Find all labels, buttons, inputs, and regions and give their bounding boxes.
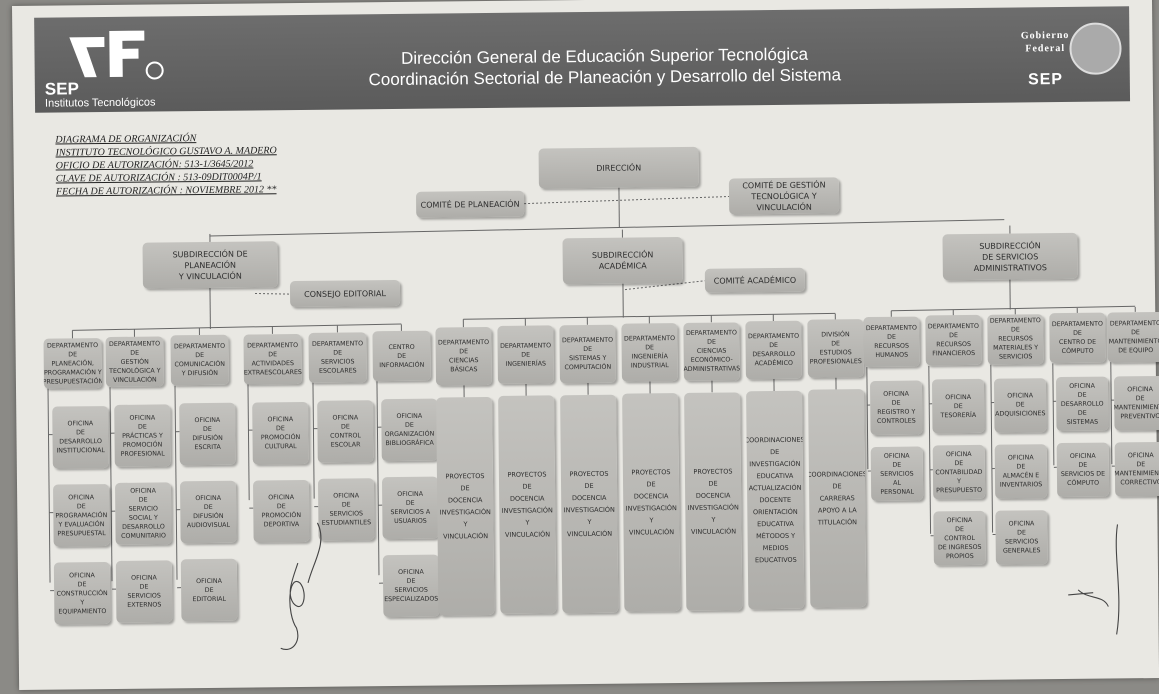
box-department: DEPARTAMENTO DE ACTIVIDADES EXTRAESCOLAR…: [243, 333, 302, 385]
connector-line: [376, 381, 380, 576]
box-office: OFICINA DE EDITORIAL: [180, 559, 238, 622]
box-office: OFICINA DE DESARROLLO INSTITUCIONAL: [52, 406, 109, 469]
box-department: DEPARTAMENTO DE CENTRO DE CÓMPUTO: [1049, 312, 1106, 364]
box-detail: PROYECTOS DE DOCENCIA INVESTIGACIÓN Y VI…: [684, 391, 743, 611]
box-office: OFICINA DE TESORERÍA: [931, 379, 985, 434]
box-comite-planeacion: COMITÉ DE PLANEACIÓN: [415, 190, 525, 218]
box-department: DEPARTAMENTO DE CIENCIAS ECONÓMICO- ADMI…: [683, 321, 740, 381]
box-office: OFICINA DE SERVICIOS ESTUDIANTILES: [317, 478, 375, 541]
connector-line: [1110, 362, 1113, 465]
box-office: OFICINA DE ADQUISICIONES: [993, 377, 1047, 433]
box-detail: COORDINACIONES DE CARRERAS APOYO A LA TI…: [808, 389, 867, 609]
box-detail: PROYECTOS DE DOCENCIA INVESTIGACIÓN Y VI…: [622, 393, 681, 612]
box-office: OFICINA DE SERVICIOS GENERALES: [995, 509, 1048, 565]
box-office: OFICINA DE ALMACÉN E INVENTARIOS: [994, 443, 1048, 499]
box-office: OFICINA DE PROGRAMACIÓN Y EVALUACIÓN PRE…: [53, 484, 110, 547]
box-subdireccion: SUBDIRECCIÓN DE SERVICIOS ADMINISTRATIVO…: [942, 232, 1078, 281]
connector-line: [891, 305, 1136, 312]
box-office: OFICINA DE DIFUSIÓN AUDIOVISUAL: [179, 481, 237, 544]
connector-line: [47, 388, 51, 583]
box-comite-gestion: COMITÉ DE GESTIÓN TECNOLÓGICA Y VINCULAC…: [728, 177, 840, 215]
box-office: OFICINA DE SERVICIOS AL PERSONAL: [870, 446, 924, 502]
box-office: OFICINA DE REGISTRO Y CONTROLES: [869, 380, 923, 436]
institutos-tecnologicos-logo-icon: [69, 30, 164, 80]
connector-line: [1052, 363, 1055, 466]
box-department: DIVISIÓN DE ESTUDIOS PROFESIONALES: [807, 319, 864, 379]
box-office: OFICINA DE PROMOCIÓN CULTURAL: [252, 401, 309, 465]
box-office: OFICINA DE SERVICIO SOCIAL Y DESARROLLO …: [115, 482, 172, 546]
box-comite-academico: COMITÉ ACADÉMICO: [704, 267, 806, 293]
document-sheet: SEP Institutos Tecnológicos Dirección Ge…: [12, 0, 1159, 690]
connector-line: [109, 387, 113, 582]
box-department: DEPARTAMENTO DE SISTEMAS Y COMPUTACIÓN: [559, 324, 616, 384]
box-office: OFICINA DE MANTENIMIENTO CORRECTIVO: [1114, 441, 1159, 497]
connector-line: [209, 219, 1005, 237]
box-detail: PROYECTOS DE DOCENCIA INVESTIGACIÓN Y VI…: [436, 396, 495, 616]
box-office: OFICINA DE CONTROL DE INGRESOS PROPIOS: [933, 511, 986, 566]
box-office: OFICINA DE SERVICIOS ESPECIALIZADOS: [382, 554, 440, 618]
box-consejo-editorial: CONSEJO EDITORIAL: [289, 279, 401, 308]
connector-line: [174, 385, 178, 580]
box-department: DEPARTAMENTO DE PLANEACIÓN, PROGRAMACIÓN…: [43, 338, 103, 389]
box-office: OFICINA DE SERVICIOS A USUARIOS: [381, 476, 439, 540]
connector-line: [255, 292, 291, 295]
connector-lines: [47, 187, 1136, 592]
header-banner: SEP Institutos Tecnológicos Dirección Ge…: [34, 6, 1131, 113]
box-detail: PROYECTOS DE DOCENCIA INVESTIGACIÓN Y VI…: [498, 395, 557, 615]
connector-line: [928, 365, 932, 534]
connector-line: [866, 367, 869, 470]
box-office: OFICINA DE DESARROLLO DE SISTEMAS: [1055, 376, 1109, 432]
box-office: OFICINA DE SERVICIOS DE CÓMPUTO: [1056, 442, 1110, 498]
connector-line: [247, 384, 250, 501]
box-department: DEPARTAMENTO DE DESARROLLO ACADÉMICO: [745, 320, 802, 380]
box-department: DEPARTAMENTO DE CIENCIAS BÁSICAS: [435, 326, 492, 386]
org-chart: DIRECCIÓN COMITÉ DE PLANEACIÓN COMITÉ DE G…: [12, 0, 1159, 690]
box-subdireccion: SUBDIRECCIÓN DE PLANEACIÓN Y VINCULACIÓN: [142, 241, 278, 289]
connector-line: [312, 382, 315, 499]
box-office: OFICINA DE MANTENIMIENTO PREVENTIVO: [1113, 375, 1159, 431]
box-detail: COORDINACIONES DE INVESTIGACIÓN EDUCATIV…: [746, 390, 805, 610]
box-department: DEPARTAMENTO DE SERVICIOS ESCOLARES: [308, 332, 367, 383]
box-department: DEPARTAMENTO DE RECURSOS HUMANOS: [863, 316, 920, 368]
box-office: OFICINA DE PROMOCIÓN DEPORTIVA: [252, 479, 310, 543]
box-department: DEPARTAMENTO DE INGENIERÍAS: [497, 325, 554, 385]
box-detail: PROYECTOS DE DOCENCIA INVESTIGACIÓN Y VI…: [560, 394, 619, 614]
connector-line: [463, 312, 836, 320]
box-office: OFICINA DE CONTROL ESCOLAR: [317, 400, 374, 463]
connector-line: [990, 364, 994, 533]
box-subdireccion: SUBDIRECCIÓN ACADÉMICA: [562, 236, 683, 285]
box-office: OFICINA DE ORGANIZACIÓN BIBLIOGRÁFICA: [381, 398, 438, 462]
box-office: OFICINA DE PRÁCTICAS Y PROMOCIÓN PROFESI…: [114, 404, 171, 468]
box-office: OFICINA DE CONSTRUCCIÓN Y EQUIPAMIENTO: [53, 562, 111, 625]
box-department: DEPARTAMENTO DE MANTENIMIENTO DE EQUIPO: [1107, 311, 1159, 363]
box-department: CENTRO DE INFORMACIÓN: [372, 330, 431, 382]
connector-line: [624, 280, 705, 291]
box-office: OFICINA DE SERVICIOS EXTERNOS: [115, 560, 173, 624]
box-office: OFICINA DE CONTABILIDAD Y PRESUPUESTO: [932, 445, 986, 500]
sep-logo: SEP Institutos Tecnológicos: [44, 26, 175, 110]
box-department: DEPARTAMENTO DE RECURSOS FINANCIEROS: [925, 315, 982, 366]
box-department: DEPARTAMENTO DE INGENIERÍA INDUSTRIAL: [621, 323, 678, 382]
box-department: DEPARTAMENTO DE COMUNICACIÓN Y DIFUSIÓN: [170, 335, 229, 386]
box-direccion: DIRECCIÓN: [538, 146, 699, 189]
connector-line: [72, 323, 402, 331]
box-department: DEPARTAMENTO DE GESTIÓN TECNOLÓGICA Y VI…: [105, 336, 164, 388]
box-department: DEPARTAMENTO DE RECURSOS MATERIALES Y SE…: [987, 314, 1044, 365]
box-office: OFICINA DE DIFUSIÓN ESCRITA: [179, 403, 236, 466]
